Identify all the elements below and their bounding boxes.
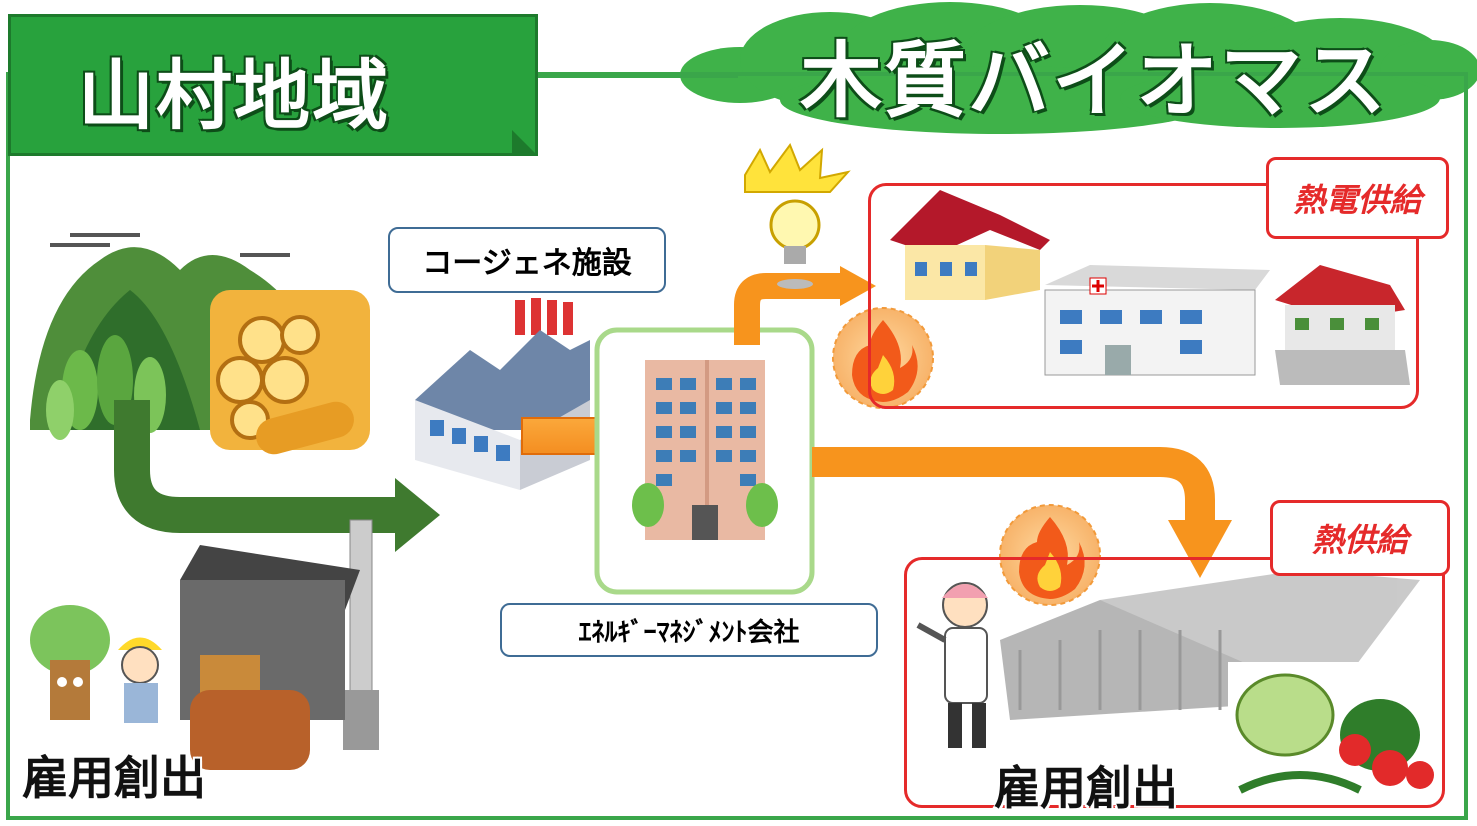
cogen-label: コージェネ施設 <box>388 227 666 293</box>
tree-mascot-icon <box>30 605 110 720</box>
heat-label: 熱供給 <box>1270 500 1450 576</box>
heat-power-area <box>868 183 1419 409</box>
supply-arrow <box>114 400 395 533</box>
title-tab <box>8 14 538 156</box>
vegetables-icon <box>1228 662 1456 808</box>
flame-icon-bottom <box>999 504 1101 606</box>
heat-supply-arrow-head <box>1168 520 1232 578</box>
cloud-shape <box>680 2 1477 134</box>
employment-label-left: 雇用創出 <box>22 751 206 805</box>
worker-icon <box>118 637 162 723</box>
biomass-title: 木質バイオマス <box>800 34 1389 129</box>
residence-icon <box>1275 265 1410 385</box>
chip-plant-icon <box>180 519 379 770</box>
heat-supply-arrow <box>812 447 1215 520</box>
employment-label-right: 雇用創出 <box>994 761 1178 815</box>
house-icon <box>890 190 1050 300</box>
light-bulb-icon <box>744 142 851 289</box>
supply-arrow-head <box>395 478 440 552</box>
energy-company-label: ｴﾈﾙｷﾞｰﾏﾈｼﾞﾒﾝﾄ会社 <box>500 603 878 657</box>
page-title: 山村地域 <box>78 51 390 140</box>
power-supply-arrow <box>734 273 840 345</box>
farmer-icon <box>916 582 988 748</box>
heat-area <box>904 557 1445 808</box>
office-building-icon <box>632 360 778 540</box>
hospital-icon <box>1044 265 1270 376</box>
title-connector-line <box>538 74 738 78</box>
heat-power-label: 熱電供給 <box>1266 157 1449 239</box>
logs-icon <box>210 290 370 455</box>
power-supply-arrow-head <box>840 266 876 306</box>
title-tab-fold <box>512 130 538 156</box>
